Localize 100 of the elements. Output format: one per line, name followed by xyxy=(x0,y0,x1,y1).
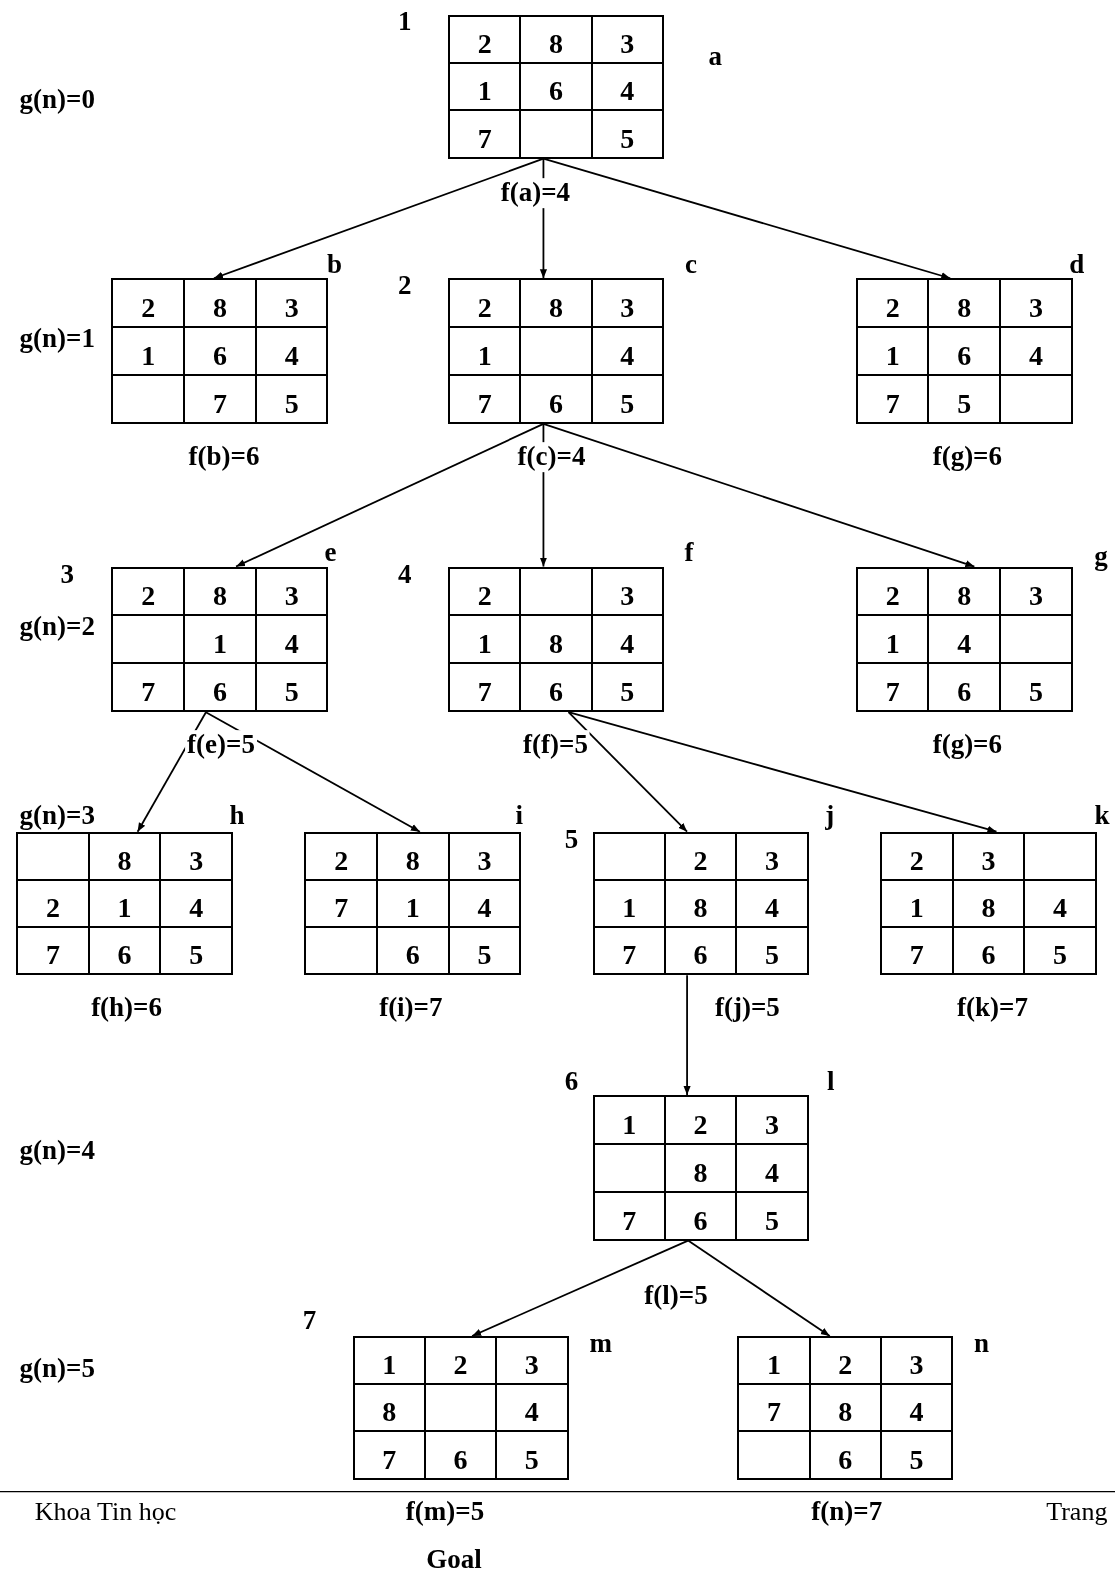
number-tile: 1 xyxy=(856,327,929,375)
number-tile: 3 xyxy=(448,832,521,880)
puzzle-board xyxy=(448,278,664,424)
number-tile: 5 xyxy=(1000,663,1072,712)
arrow xyxy=(213,157,545,280)
number-tile: 1 xyxy=(449,327,521,375)
number-tile: 5 xyxy=(736,1191,808,1240)
number-tile: 6 xyxy=(664,927,737,975)
number-tile: 4 xyxy=(736,879,808,928)
depth-label: g(n)=5 xyxy=(19,1354,95,1384)
number-tile: 6 xyxy=(184,327,256,375)
node-annotation: f(a)=4 xyxy=(498,178,573,208)
number-tile: 8 xyxy=(928,567,1001,616)
puzzle-board xyxy=(448,566,664,713)
node-annotation: 1 xyxy=(398,7,412,37)
number-tile: 3 xyxy=(160,832,233,880)
number-tile: 2 xyxy=(664,832,737,880)
node-annotation: 5 xyxy=(564,824,579,855)
number-tile: 4 xyxy=(1024,879,1096,928)
number-tile: 8 xyxy=(664,1143,737,1192)
number-tile: 5 xyxy=(255,663,328,712)
number-tile: 8 xyxy=(520,615,592,664)
number-tile: 8 xyxy=(809,1384,881,1432)
number-tile: 6 xyxy=(377,927,449,975)
footer-text: Trang xyxy=(1046,1497,1108,1527)
node-annotation: f(m)=5 xyxy=(405,1496,485,1527)
node-annotation: 4 xyxy=(398,559,412,590)
number-tile: 7 xyxy=(856,663,929,712)
number-tile: 5 xyxy=(928,375,1001,423)
number-tile: 1 xyxy=(88,879,161,928)
number-tile: 7 xyxy=(593,1191,665,1240)
node-annotation: n xyxy=(973,1329,989,1359)
puzzle-board xyxy=(855,278,1073,424)
puzzle-board xyxy=(16,831,234,976)
number-tile: 8 xyxy=(88,832,161,880)
number-tile: 6 xyxy=(928,663,1001,712)
number-tile: 2 xyxy=(856,279,929,328)
number-tile: 7 xyxy=(353,1431,425,1479)
number-tile: 7 xyxy=(593,927,665,975)
node-annotation: d xyxy=(1069,250,1085,281)
number-tile: 1 xyxy=(880,879,953,928)
depth-label: g(n)=3 xyxy=(19,800,95,831)
puzzle-board xyxy=(592,831,809,976)
puzzle-board xyxy=(111,566,329,713)
node-annotation: i xyxy=(515,800,524,831)
puzzle-board xyxy=(855,566,1073,713)
puzzle-board xyxy=(111,278,329,424)
number-tile: 5 xyxy=(591,110,663,158)
node-annotation: c xyxy=(685,250,698,281)
puzzle-board xyxy=(879,831,1097,976)
arrow xyxy=(683,974,691,1096)
node-annotation: f(f)=5 xyxy=(521,730,590,761)
number-tile: 7 xyxy=(880,927,953,975)
number-tile: 4 xyxy=(255,615,328,664)
node-annotation: f(e)=5 xyxy=(185,730,257,761)
number-tile: 1 xyxy=(449,63,521,111)
node-annotation: g xyxy=(1094,542,1108,573)
number-tile: 5 xyxy=(880,1431,953,1479)
number-tile: 8 xyxy=(520,16,592,64)
number-tile: 1 xyxy=(377,879,449,928)
number-tile: 1 xyxy=(449,615,521,664)
node-annotation: 6 xyxy=(564,1067,579,1097)
node-annotation: e xyxy=(324,538,337,569)
node-annotation: f(g)=6 xyxy=(930,442,1004,472)
number-tile: 5 xyxy=(591,375,663,423)
number-tile: 2 xyxy=(664,1095,737,1144)
number-tile: 1 xyxy=(593,879,665,928)
number-tile: 2 xyxy=(880,832,953,880)
node-annotation: f(b)=6 xyxy=(186,442,262,472)
node-annotation: m xyxy=(589,1329,612,1359)
depth-label: g(n)=4 xyxy=(19,1136,95,1166)
number-tile: 8 xyxy=(928,279,1001,328)
number-tile: 6 xyxy=(664,1191,737,1240)
number-tile: 6 xyxy=(520,663,592,712)
number-tile: 5 xyxy=(591,663,663,712)
number-tile: 2 xyxy=(17,879,89,928)
node-annotation: 7 xyxy=(302,1306,317,1336)
number-tile: 1 xyxy=(738,1337,810,1385)
number-tile: 5 xyxy=(1024,927,1096,975)
arrow xyxy=(235,423,545,568)
node-annotation: a xyxy=(708,42,722,73)
number-tile: 2 xyxy=(449,279,521,328)
number-tile: 8 xyxy=(520,279,592,328)
puzzle-board xyxy=(352,1336,569,1480)
number-tile: 2 xyxy=(112,279,185,328)
number-tile: 3 xyxy=(736,1095,808,1144)
number-tile: 8 xyxy=(952,879,1025,928)
arrow xyxy=(542,157,952,280)
number-tile: 3 xyxy=(880,1337,953,1385)
number-tile: 5 xyxy=(255,375,328,423)
number-tile: 5 xyxy=(448,927,521,975)
number-tile: 8 xyxy=(664,879,737,928)
number-tile: 4 xyxy=(591,327,663,375)
number-tile: 1 xyxy=(593,1095,665,1144)
arrow xyxy=(471,1239,689,1337)
number-tile: 4 xyxy=(496,1384,568,1432)
depth-label: g(n)=0 xyxy=(19,85,95,116)
depth-label: g(n)=1 xyxy=(19,323,95,354)
number-tile: 2 xyxy=(424,1337,497,1385)
footer-text: Khoa Tin học xyxy=(34,1497,177,1527)
